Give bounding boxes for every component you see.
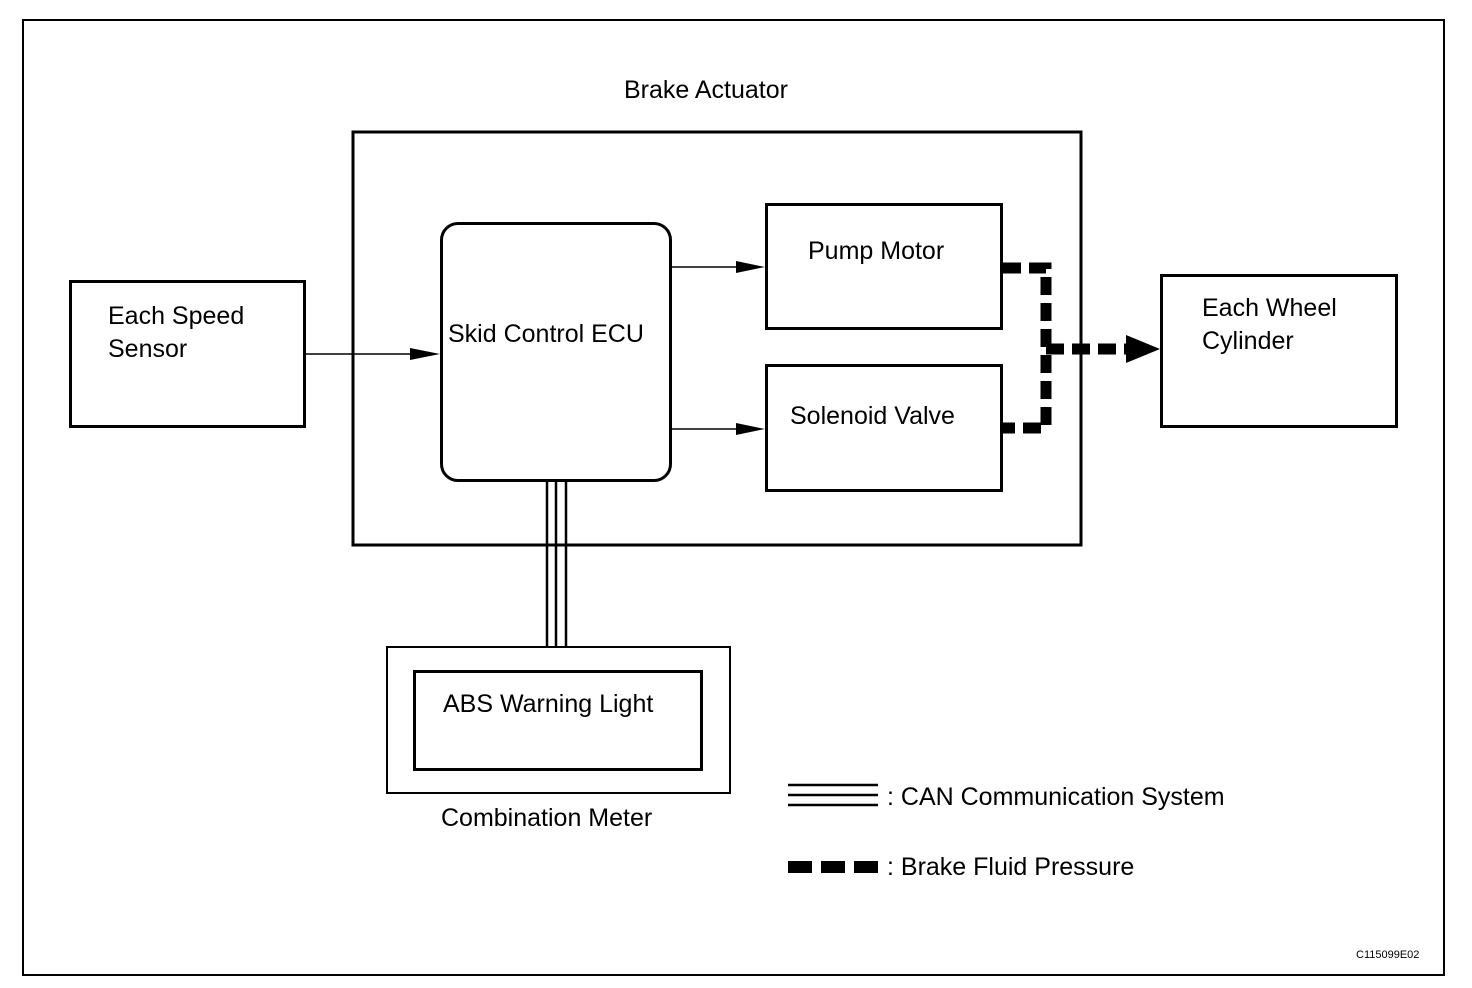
legend-brake-fluid-label: : Brake Fluid Pressure [887,853,1135,881]
brake-fluid-arrowhead [1126,335,1160,363]
skid-control-ecu-box [440,222,672,482]
legend-can-label: : CAN Communication System [887,783,1225,811]
outer-frame [22,19,1445,976]
speed-sensor-label-line2: Sensor [108,335,188,363]
brake-actuator-box [351,130,1083,547]
speed-sensor-box [69,280,306,428]
ecu-to-pump-arrowhead [736,261,765,273]
brake-fluid-pressure-lines [1003,262,1130,434]
skid-control-ecu-label: Skid Control ECU [448,320,644,348]
solenoid-valve-label: Solenoid Valve [790,402,955,430]
combination-meter-label: Combination Meter [441,804,653,832]
can-bus-lines [545,481,568,648]
wheel-cylinder-box [1160,274,1398,428]
brake-actuator-label: Brake Actuator [624,76,788,104]
sensor-to-ecu-arrowhead [410,348,440,360]
speed-sensor-label-line1: Each Speed [108,302,245,330]
wheel-cylinder-label-line2: Cylinder [1202,327,1294,355]
abs-warning-light-box [413,670,703,771]
pump-motor-label: Pump Motor [808,237,945,265]
abs-warning-light-label: ABS Warning Light [443,690,654,718]
wheel-cylinder-label-line1: Each Wheel [1202,294,1337,322]
figure-code: C115099E02 [1356,949,1420,961]
solenoid-valve-box [765,364,1003,492]
pump-motor-box [765,203,1003,330]
ecu-to-solenoid-arrowhead [736,423,765,435]
legend-can-swatch [788,783,878,807]
